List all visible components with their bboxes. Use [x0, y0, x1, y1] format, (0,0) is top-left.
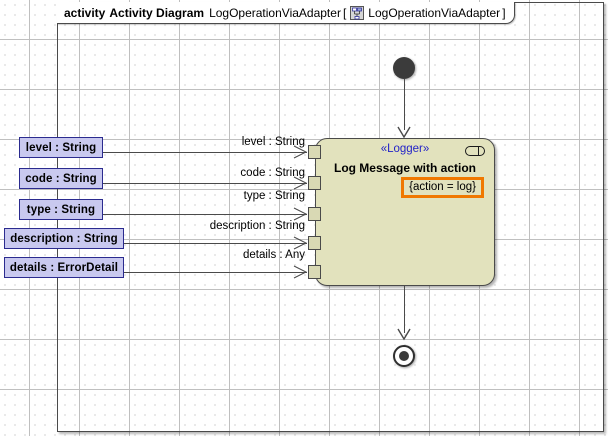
object-flow-edge-details[interactable]	[124, 272, 307, 273]
input-pin-level[interactable]	[308, 145, 321, 159]
frame-diagram-type: Activity Diagram	[109, 5, 205, 20]
object-flow-edge-code[interactable]	[103, 183, 307, 184]
arrowhead-type	[293, 207, 308, 221]
parameter-label: type : String	[26, 203, 96, 216]
frame-diagram-name: LogOperationViaAdapter	[209, 5, 341, 20]
activity-node-stereotype: «Logger»	[380, 143, 430, 155]
arrowhead-details	[293, 265, 308, 279]
arrowhead-control-flow-end	[397, 328, 411, 341]
edge-label-level: level : String	[241, 136, 305, 148]
object-flow-edge-level[interactable]	[103, 152, 307, 153]
edge-label-type: type : String	[243, 190, 305, 202]
activity-node-log-message[interactable]: «Logger» Log Message with action {action…	[315, 138, 495, 286]
control-flow-edge-start[interactable]	[404, 79, 405, 130]
control-flow-edge-end[interactable]	[404, 286, 405, 333]
parameter-label: description : String	[10, 232, 118, 245]
parameter-label: code : String	[25, 172, 97, 185]
initial-node[interactable]	[393, 57, 415, 79]
activity-parameter-node-level[interactable]: level : String	[19, 137, 103, 158]
parameter-label: details : ErrorDetail	[9, 261, 119, 274]
edge-label-description: description : String	[209, 220, 305, 232]
arrowhead-description	[293, 236, 308, 250]
activity-parameter-node-code[interactable]: code : String	[19, 168, 103, 189]
activity-diagram-icon	[350, 5, 365, 20]
activity-final-node[interactable]	[393, 345, 415, 367]
diagram-frame-header[interactable]: activity Activity Diagram LogOperationVi…	[57, 2, 515, 24]
input-pin-description[interactable]	[308, 236, 321, 250]
input-pin-type[interactable]	[308, 207, 321, 221]
arrowhead-level	[293, 145, 308, 159]
activity-node-constraint: {action = log}	[401, 177, 484, 198]
input-pin-code[interactable]	[308, 176, 321, 190]
input-pin-details[interactable]	[308, 265, 321, 279]
activity-parameter-node-description[interactable]: description : String	[4, 228, 124, 249]
object-flow-edge-description[interactable]	[124, 243, 307, 244]
edge-label-details: details : Any	[242, 249, 305, 261]
activity-parameter-node-details[interactable]: details : ErrorDetail	[4, 257, 124, 278]
arrowhead-control-flow-start	[397, 126, 411, 139]
frame-bracket-close: ]	[502, 5, 506, 20]
frame-context-name: LogOperationViaAdapter	[368, 5, 501, 20]
object-flow-edge-type[interactable]	[103, 214, 307, 215]
frame-kind-label: activity	[64, 5, 106, 20]
frame-bracket-open: [	[342, 5, 347, 20]
edge-label-code: code : String	[240, 167, 305, 179]
activity-node-title: Log Message with action	[333, 161, 477, 175]
parameter-label: level : String	[25, 141, 97, 154]
arrowhead-code	[293, 176, 308, 190]
activity-parameter-node-type[interactable]: type : String	[19, 199, 103, 220]
activity-rake-icon	[465, 146, 485, 156]
